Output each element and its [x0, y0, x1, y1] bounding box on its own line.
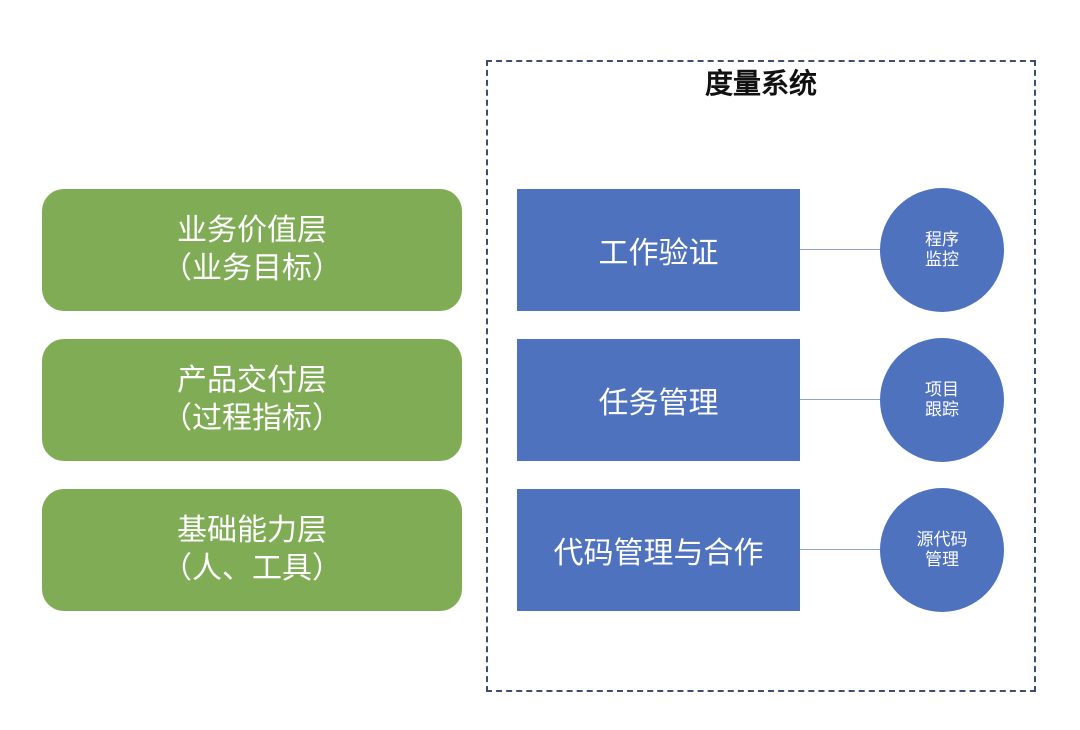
module-label: 任务管理: [598, 386, 719, 421]
system-title: 度量系统: [704, 67, 817, 100]
connector-line: [800, 549, 882, 550]
layer-box-product-delivery: 产品交付层 （过程指标）: [42, 339, 462, 461]
layer-subtitle: （业务目标）: [162, 251, 342, 286]
module-box-code-management: 代码管理与合作: [517, 489, 800, 611]
layer-title: 业务价值层: [177, 213, 327, 248]
connector-line: [800, 399, 882, 400]
layer-title: 产品交付层: [177, 363, 327, 398]
module-box-task-management: 任务管理: [517, 339, 800, 461]
module-label: 工作验证: [598, 236, 719, 271]
circle-project-tracking: 项目 跟踪: [880, 338, 1004, 462]
module-label: 代码管理与合作: [553, 536, 764, 571]
circle-label-line2: 监控: [925, 250, 959, 270]
layer-box-business-value: 业务价值层 （业务目标）: [42, 189, 462, 311]
circle-label-line1: 项目: [925, 380, 959, 400]
circle-source-code-management: 源代码 管理: [880, 488, 1004, 612]
circle-label-line2: 管理: [925, 550, 959, 570]
module-box-work-verification: 工作验证: [517, 189, 800, 311]
layer-box-foundation: 基础能力层 （人、工具）: [42, 489, 462, 611]
layer-title: 基础能力层: [177, 513, 327, 548]
connector-line: [800, 249, 882, 250]
layer-subtitle: （人、工具）: [162, 551, 342, 586]
layer-subtitle: （过程指标）: [162, 401, 342, 436]
circle-label-line2: 跟踪: [925, 400, 959, 420]
circle-label-line1: 源代码: [916, 530, 968, 550]
system-frame: [486, 60, 1036, 692]
circle-program-monitoring: 程序 监控: [880, 188, 1004, 312]
circle-label-line1: 程序: [925, 230, 959, 250]
